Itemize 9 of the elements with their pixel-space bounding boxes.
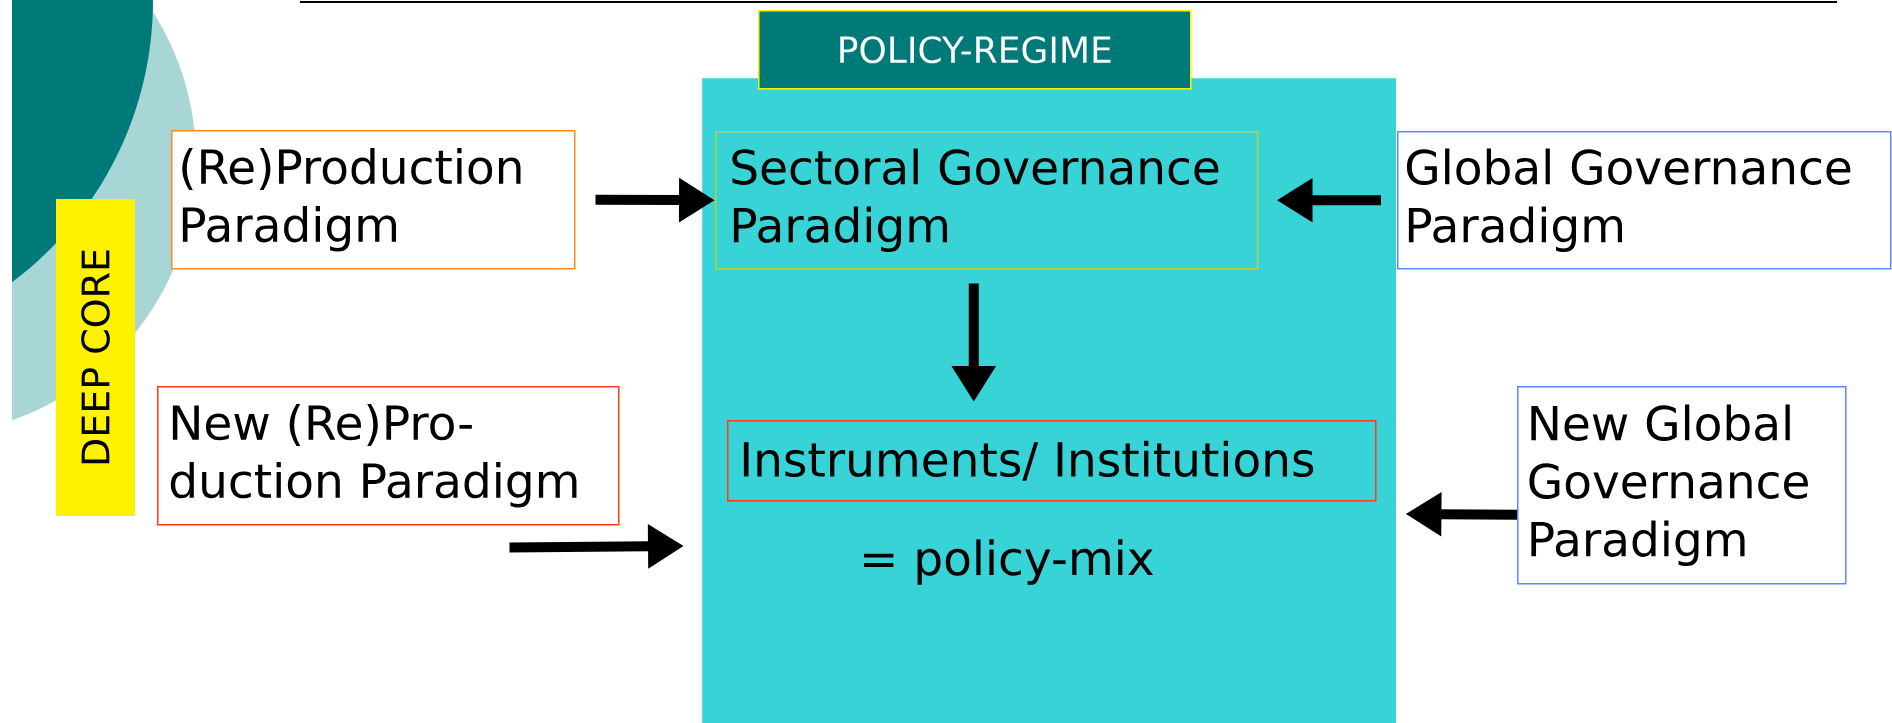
text-box: Global Governance Paradigm [1397,131,1892,270]
node-label: POLICY-REGIME [840,36,1111,64]
text-box: New (Re)Pro- duction Paradigm [157,386,620,526]
text-box: Sectoral Governance Paradigm [715,131,1259,270]
node-label: = policy-mix [864,539,1154,585]
label-box: DEEP CORE [56,199,135,516]
text-box: (Re)Production Paradigm [171,130,576,270]
text-box: Instruments/ Institutions [727,420,1377,502]
text-box: New Global Governance Paradigm [1517,386,1847,585]
